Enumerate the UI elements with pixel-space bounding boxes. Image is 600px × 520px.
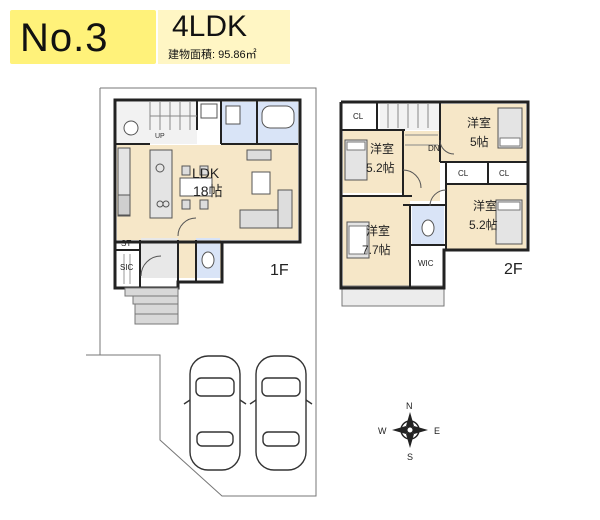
compass-e: E — [434, 426, 440, 436]
room-label-dn: DN — [428, 144, 440, 153]
room-size-room-d: 7.7帖 — [362, 242, 391, 257]
entrance-floor — [141, 238, 178, 278]
living-table — [251, 171, 271, 195]
room-label-sic: SIC — [120, 263, 134, 272]
compass: N S E W — [378, 401, 440, 462]
room-label-up: UP — [155, 133, 165, 140]
room-label-room-d: 洋室 — [366, 223, 390, 238]
room-label-cl3: CL — [499, 169, 510, 178]
kitchen-counter — [149, 149, 173, 219]
floor2-plan: CL 洋室 5.2帖 DN 洋室 5帖 CL CL 洋室 5.2帖 洋室 7.7… — [339, 100, 530, 307]
dining-table — [179, 177, 213, 197]
floor1-outer-wall — [113, 98, 302, 244]
room-label-room-c: 洋室 — [473, 198, 497, 213]
room-size-room-c: 5.2帖 — [469, 217, 498, 232]
room-size-room-b: 5帖 — [470, 134, 489, 149]
plan-number: No.3 — [20, 16, 109, 60]
entrance-steps — [124, 287, 179, 325]
compass-w: W — [378, 426, 387, 436]
room-label-ldk: LDK — [192, 165, 220, 181]
balcony — [341, 285, 445, 307]
floor1-lower-wall — [113, 242, 224, 290]
car-right — [249, 355, 313, 471]
layout-type: 4LDK — [172, 10, 248, 43]
compass-n: N — [406, 401, 413, 411]
stair2-floor — [380, 104, 440, 130]
plan-title-box — [158, 10, 290, 64]
floor2-label: 2F — [504, 261, 523, 278]
car-left — [183, 355, 247, 471]
hall2-floor — [403, 131, 440, 201]
plan-number-badge: No.3 — [10, 10, 156, 64]
room-label-room-a: 洋室 — [370, 141, 394, 156]
parking-cars — [183, 355, 313, 471]
room-label-cl2: CL — [458, 169, 469, 178]
floor1-label: 1F — [270, 262, 289, 279]
room-size-room-a: 5.2帖 — [366, 160, 395, 175]
room-size-ldk: 18帖 — [193, 183, 223, 199]
floor1-plan: UP LDK 18帖 ST SIC 1F — [113, 98, 302, 325]
room-label-cl1: CL — [353, 112, 364, 121]
room-label-wic: WIC — [418, 259, 434, 268]
floor-area: 建物面積: 95.86㎡ — [168, 49, 257, 61]
floor2-outer-wall — [339, 100, 530, 290]
compass-s: S — [407, 452, 413, 462]
room-label-st: ST — [121, 239, 131, 248]
room-label-room-b: 洋室 — [467, 115, 491, 130]
